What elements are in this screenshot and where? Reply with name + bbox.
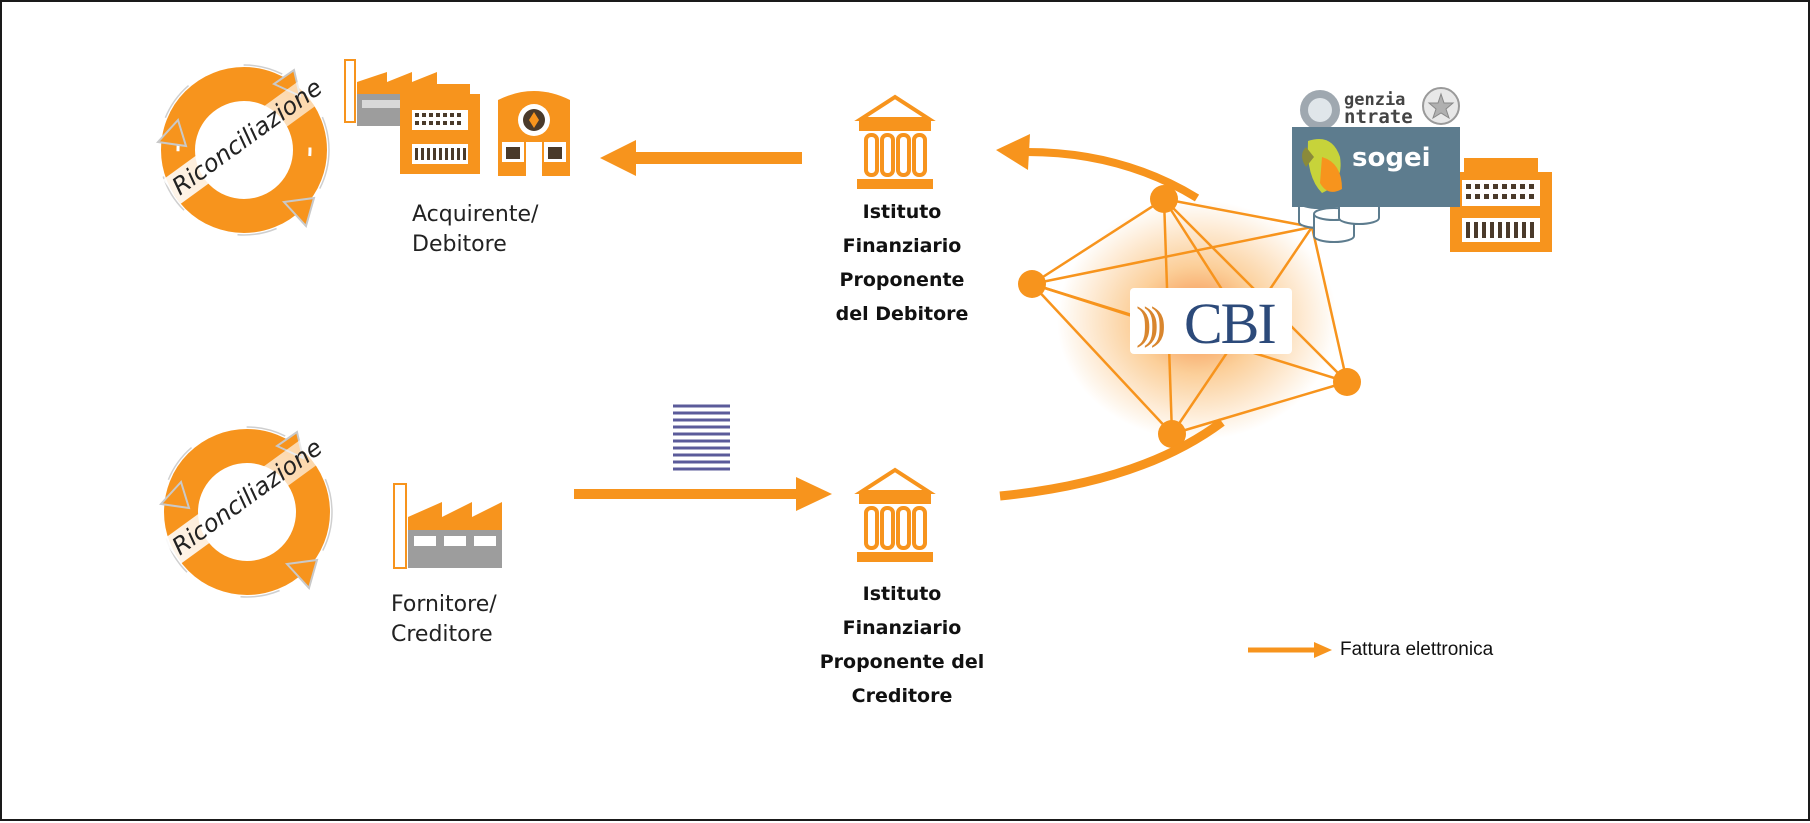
agenzia-logo-line2: ntrate [1344, 106, 1413, 128]
invoice-flow-arrow [600, 140, 802, 176]
recycle-arrows-icon [158, 426, 333, 598]
bank-icon [854, 467, 936, 562]
debtor-bank-label-line: Istituto [862, 201, 942, 223]
creditor-bank-label: Istituto Finanziario Proponente del Cred… [802, 577, 1002, 713]
buyer-label-line1: Acquirente/ [412, 202, 539, 227]
supplier-label: Fornitore/ Creditore [391, 590, 497, 650]
creditor-to-network-arrow [999, 418, 1225, 501]
invoice-flow-arrow [574, 477, 832, 511]
emblem-icon [1422, 87, 1460, 125]
supplier-label-line2: Creditore [391, 622, 493, 647]
agenzia-logo-line1: genzia [1344, 90, 1406, 110]
creditor-bank-label-line: Proponente del [819, 651, 985, 673]
sogei-logo-text: sogei [1352, 143, 1431, 173]
buyer-label-line2: Debitore [412, 232, 507, 257]
office-building-icon [400, 84, 480, 174]
agenzia-logo-mark [1300, 90, 1340, 130]
debtor-bank-label: Istituto Finanziario Proponente del Debi… [802, 195, 1002, 331]
shop-icon [498, 91, 570, 176]
bank-icon [854, 94, 936, 189]
sogei-logo: sogei [1292, 127, 1460, 207]
debtor-bank-label-line: del Debitore [835, 303, 969, 325]
supplier-label-line1: Fornitore/ [391, 592, 497, 617]
debtor-bank-label-line: Proponente [839, 269, 965, 291]
office-building-icon [1450, 158, 1552, 252]
debtor-bank-label-line: Finanziario [842, 235, 962, 257]
cbi-logo: ))) CBI [1130, 288, 1292, 356]
buyer-label: Acquirente/ Debitore [412, 200, 538, 260]
cbi-logo-text: CBI [1184, 291, 1277, 356]
network-nodes [1018, 185, 1361, 448]
legend-arrow [1248, 642, 1332, 658]
creditor-bank-label-line: Creditore [851, 685, 953, 707]
document-icon [673, 404, 730, 471]
factory-icon [393, 483, 502, 569]
creditor-bank-label-line: Istituto [862, 583, 942, 605]
cbi-logo-mark: ))) [1136, 297, 1166, 348]
sogei-leaf-icon [1302, 139, 1342, 193]
creditor-bank-label-line: Finanziario [842, 617, 962, 639]
recycle-arrows-icon [155, 64, 330, 236]
legend-label: Fattura elettronica [1340, 639, 1494, 660]
network-to-debtor-arrow [996, 134, 1200, 202]
